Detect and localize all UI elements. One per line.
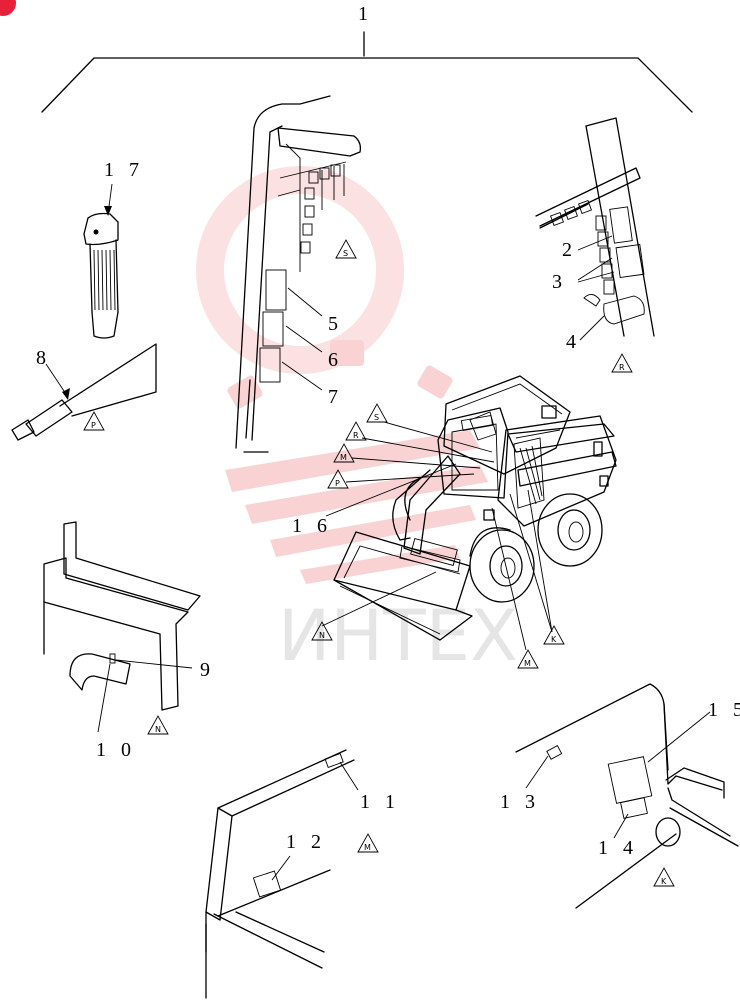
view-marker-n-left: N	[147, 715, 169, 735]
view-marker-m-machine: M	[333, 443, 355, 463]
svg-text:N: N	[319, 631, 325, 640]
svg-text:N: N	[155, 725, 161, 734]
view-marker-p-machine: P	[327, 469, 349, 489]
corner-badge	[0, 0, 16, 16]
svg-text:P: P	[91, 421, 96, 430]
svg-text:M: M	[340, 453, 347, 462]
svg-text:K: K	[551, 635, 557, 644]
callout-12: 1 2	[286, 831, 326, 853]
callout-3: 3	[552, 271, 567, 293]
view-marker-r-machine: R	[345, 421, 367, 441]
skid-steer-loader	[333, 375, 617, 641]
view-marker-s-machine: S	[366, 403, 388, 423]
svg-text:S: S	[343, 249, 348, 258]
view-k-panel	[515, 683, 739, 909]
item-17-handle	[83, 183, 119, 339]
callout-6: 6	[328, 349, 343, 371]
view-marker-n-machine: N	[311, 621, 333, 641]
svg-text:R: R	[353, 431, 359, 440]
svg-text:M: M	[524, 659, 531, 668]
svg-text:M: M	[364, 843, 371, 852]
callout-4: 4	[566, 331, 581, 353]
view-r-panel	[535, 117, 655, 341]
view-marker-k-wheel: K	[543, 625, 565, 645]
view-marker-r-top: R	[611, 353, 633, 373]
svg-text:R: R	[619, 363, 625, 372]
callout-11: 1 1	[360, 791, 400, 813]
view-marker-m-wheel: M	[517, 649, 539, 669]
svg-text:P: P	[335, 479, 340, 488]
callout-1: 1	[358, 3, 373, 25]
view-marker-k-bottom: K	[653, 867, 675, 887]
machine-leaders	[321, 421, 561, 651]
callout-9: 9	[200, 659, 215, 681]
callout-5: 5	[328, 313, 343, 335]
assembly-bracket	[41, 31, 693, 113]
view-m-panel	[205, 749, 359, 999]
callout-15: 1 5	[708, 699, 740, 721]
item-8-lever	[11, 343, 157, 441]
callout-13: 1 3	[500, 791, 540, 813]
callout-17: 1 7	[104, 159, 144, 181]
svg-text:S: S	[374, 413, 379, 422]
callout-14: 1 4	[598, 837, 638, 859]
callout-2: 2	[562, 239, 577, 261]
view-marker-m-bottom: M	[357, 833, 379, 853]
callout-8: 8	[36, 347, 51, 369]
callout-10: 1 0	[96, 739, 136, 761]
view-n-panel	[43, 521, 201, 733]
view-marker-s-top: S	[335, 239, 357, 259]
callout-7: 7	[328, 386, 343, 408]
view-s-post	[235, 95, 362, 453]
watermark-text: ИНТЕХ	[278, 595, 518, 677]
view-marker-p-left: P	[83, 411, 105, 431]
callout-16: 1 6	[292, 515, 332, 537]
svg-text:K: K	[661, 877, 667, 886]
